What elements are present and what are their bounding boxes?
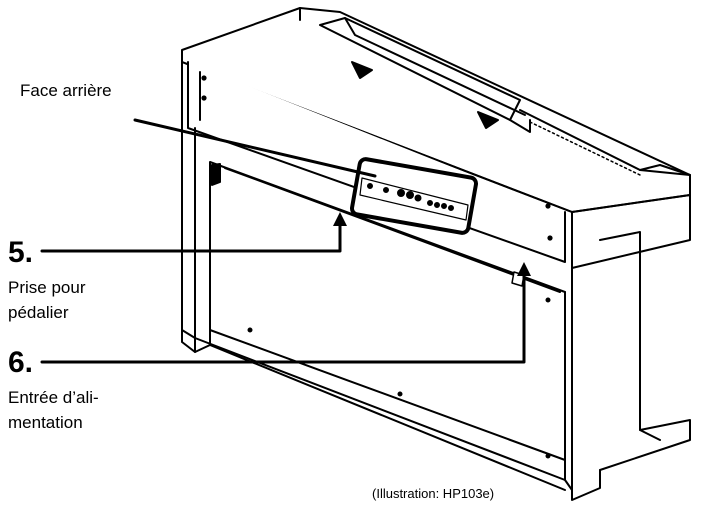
item-5-label-line2: pédalier — [8, 303, 69, 322]
callout-line-6 — [40, 262, 531, 364]
right-leg — [564, 231, 691, 501]
connector-panel — [349, 157, 479, 235]
illustration-caption: (Illustration: HP103e) — [372, 486, 495, 501]
rear-panel-label: Face arrière — [20, 81, 112, 100]
item-6-label-line1: Entrée d’ali- — [8, 388, 99, 407]
item-5-label-line1: Prise pour — [8, 278, 86, 297]
item-5-number: 5. — [8, 236, 34, 269]
item-6-label-line2: mentation — [8, 413, 83, 432]
right-side-cabinet — [571, 194, 691, 301]
left-leg — [181, 54, 211, 353]
item-6-number: 6. — [8, 346, 34, 379]
music-rest — [319, 17, 531, 133]
callout-line-5 — [40, 212, 347, 253]
key-cover — [519, 109, 691, 176]
leader-rear-panel — [133, 118, 377, 178]
